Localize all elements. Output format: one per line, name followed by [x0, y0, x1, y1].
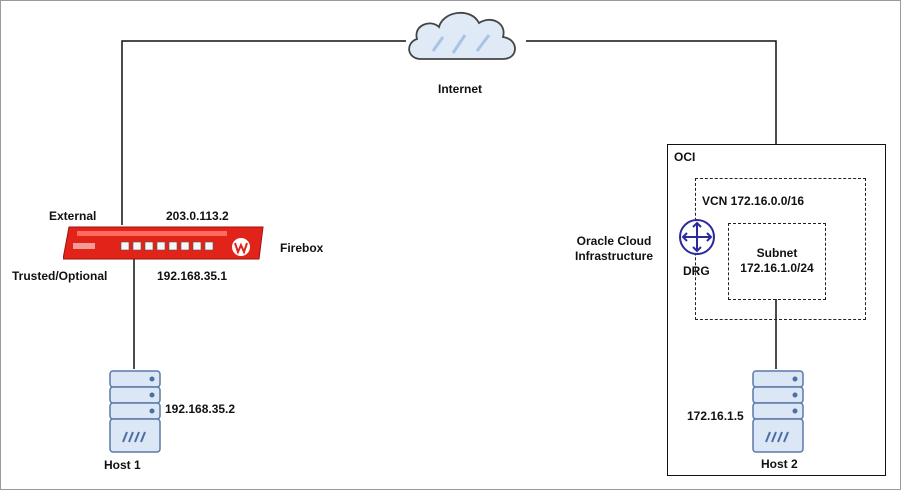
drg-label: DRG — [683, 264, 710, 278]
vcn-label: VCN 172.16.0.0/16 — [702, 194, 805, 208]
subnet-label: Subnet 172.16.1.0/24 — [730, 246, 824, 276]
subnet-line1: Subnet — [756, 246, 798, 260]
host2-label: Host 2 — [761, 457, 798, 471]
drg-router-icon — [679, 219, 715, 255]
internet-to-firebox-line — [121, 40, 406, 225]
oracle-cloud-label: Oracle Cloud Infrastructure — [566, 234, 662, 264]
oci-label: OCI — [674, 150, 696, 164]
subnet-line2: 172.16.1.0/24 — [740, 261, 814, 275]
host1-label: Host 1 — [104, 458, 141, 472]
external-label: External — [49, 209, 97, 223]
oci-container — [667, 144, 886, 476]
host1-server-icon — [109, 370, 161, 453]
trusted-ip-label: 192.168.35.1 — [157, 269, 228, 283]
host2-ip-label: 172.16.1.5 — [687, 409, 744, 423]
oracle-cloud-line2: Infrastructure — [574, 249, 654, 263]
host1-ip-label: 192.168.35.2 — [165, 402, 236, 416]
internet-to-oci-line — [526, 40, 777, 144]
external-ip-label: 203.0.113.2 — [166, 209, 229, 223]
subnet-box — [728, 223, 826, 300]
host2-server-icon — [752, 370, 804, 453]
cloud-icon — [408, 12, 516, 60]
firebox-icon — [63, 226, 264, 260]
trusted-label: Trusted/Optional — [12, 269, 108, 283]
firebox-label: Firebox — [280, 241, 324, 255]
oracle-cloud-line1: Oracle Cloud — [576, 234, 652, 248]
internet-label: Internet — [438, 82, 483, 96]
